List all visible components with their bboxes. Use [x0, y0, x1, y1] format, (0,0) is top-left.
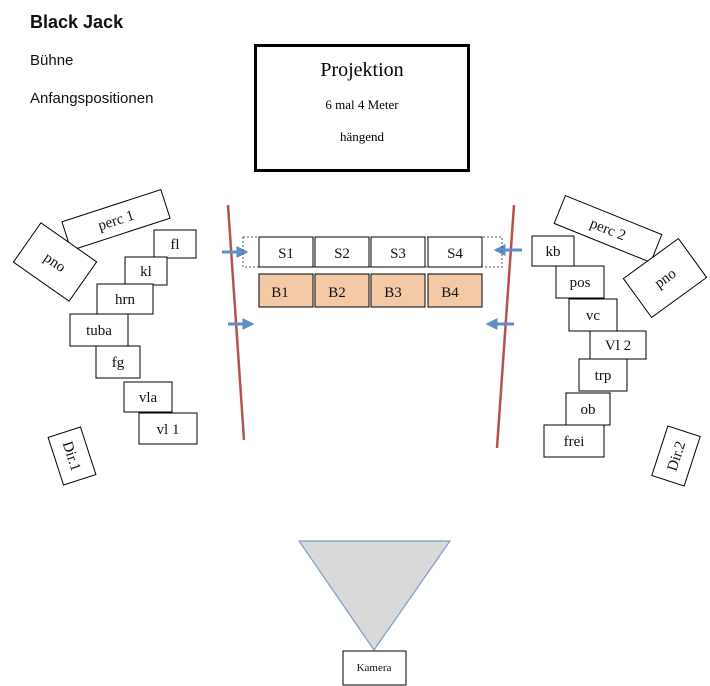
seat-s2: S2 — [314, 236, 370, 268]
subtitle-stage: Bühne — [30, 52, 74, 69]
seat-b3-label: B3 — [384, 285, 402, 301]
left-hrn-label: hrn — [115, 292, 135, 308]
seat-s1-label: S1 — [278, 246, 294, 262]
subtitle-positions: Anfangspositionen — [30, 90, 154, 107]
left-perc-box: perc 1 — [61, 189, 171, 251]
seat-s3: S3 — [370, 236, 426, 268]
left-vla-box: vla — [123, 381, 173, 413]
right-vc-box: vc — [568, 298, 618, 332]
left-pno-box: pno — [12, 222, 98, 302]
projection-mount: hängend — [339, 129, 385, 144]
left-fg-label: fg — [112, 355, 125, 371]
right-vc-label: vc — [586, 308, 601, 324]
diagram-title: Black Jack — [30, 12, 124, 32]
projection-title: Projektion — [320, 59, 404, 81]
left-vla-label: vla — [139, 390, 158, 406]
seat-s2-label: S2 — [334, 246, 350, 262]
right-frei-label: frei — [564, 434, 585, 450]
left-vl-box: vl 1 — [138, 412, 198, 445]
left-fg-box: fg — [95, 345, 141, 379]
right-perc-box: perc 2 — [553, 194, 663, 264]
right-kb-box: kb — [531, 235, 575, 267]
left-dir-box: Dir.1 — [47, 426, 97, 486]
projection-size: 6 mal 4 Meter — [325, 97, 399, 112]
right-pos-label: pos — [570, 275, 591, 291]
left-hrn-box: hrn — [96, 283, 154, 315]
left-vl-label: vl 1 — [157, 422, 180, 438]
right-trp-label: trp — [595, 368, 612, 384]
seat-b2: B2 — [314, 273, 370, 308]
right-vl-box: Vl 2 — [589, 330, 647, 360]
right-trp-box: trp — [578, 358, 628, 392]
projection-box: Projektion 6 mal 4 Meter hängend — [254, 44, 470, 172]
seat-b1: B1 — [258, 273, 314, 308]
right-pno-box: pno — [622, 237, 708, 319]
left-tuba-label: tuba — [86, 323, 112, 339]
right-pos-box: pos — [555, 265, 605, 299]
camera-view-triangle — [297, 540, 452, 652]
seat-b4-label: B4 — [441, 285, 459, 301]
left-kl-label: kl — [140, 264, 152, 280]
right-ob-box: ob — [565, 392, 611, 426]
right-frei-box: frei — [543, 424, 605, 458]
seat-b4: B4 — [427, 273, 483, 308]
seat-s4-label: S4 — [447, 246, 463, 262]
right-dir-box: Dir.2 — [651, 425, 701, 487]
seat-b3: B3 — [370, 273, 426, 308]
left-kl-box: kl — [124, 256, 168, 286]
camera-box — [342, 650, 407, 686]
seat-b1-label: B1 — [271, 285, 289, 301]
right-kb-label: kb — [546, 244, 561, 260]
right-vl-label: Vl 2 — [605, 338, 631, 354]
right-ob-label: ob — [581, 402, 596, 418]
left-fl-box: fl — [153, 229, 197, 259]
camera-label: Kamera — [357, 662, 392, 674]
stage-line-right — [495, 204, 516, 449]
left-tuba-box: tuba — [69, 313, 129, 347]
seat-s4: S4 — [427, 236, 483, 268]
left-fl-label: fl — [170, 237, 179, 253]
seat-s1: S1 — [258, 236, 314, 268]
seat-b2-label: B2 — [328, 285, 346, 301]
seat-s3-label: S3 — [390, 246, 406, 262]
